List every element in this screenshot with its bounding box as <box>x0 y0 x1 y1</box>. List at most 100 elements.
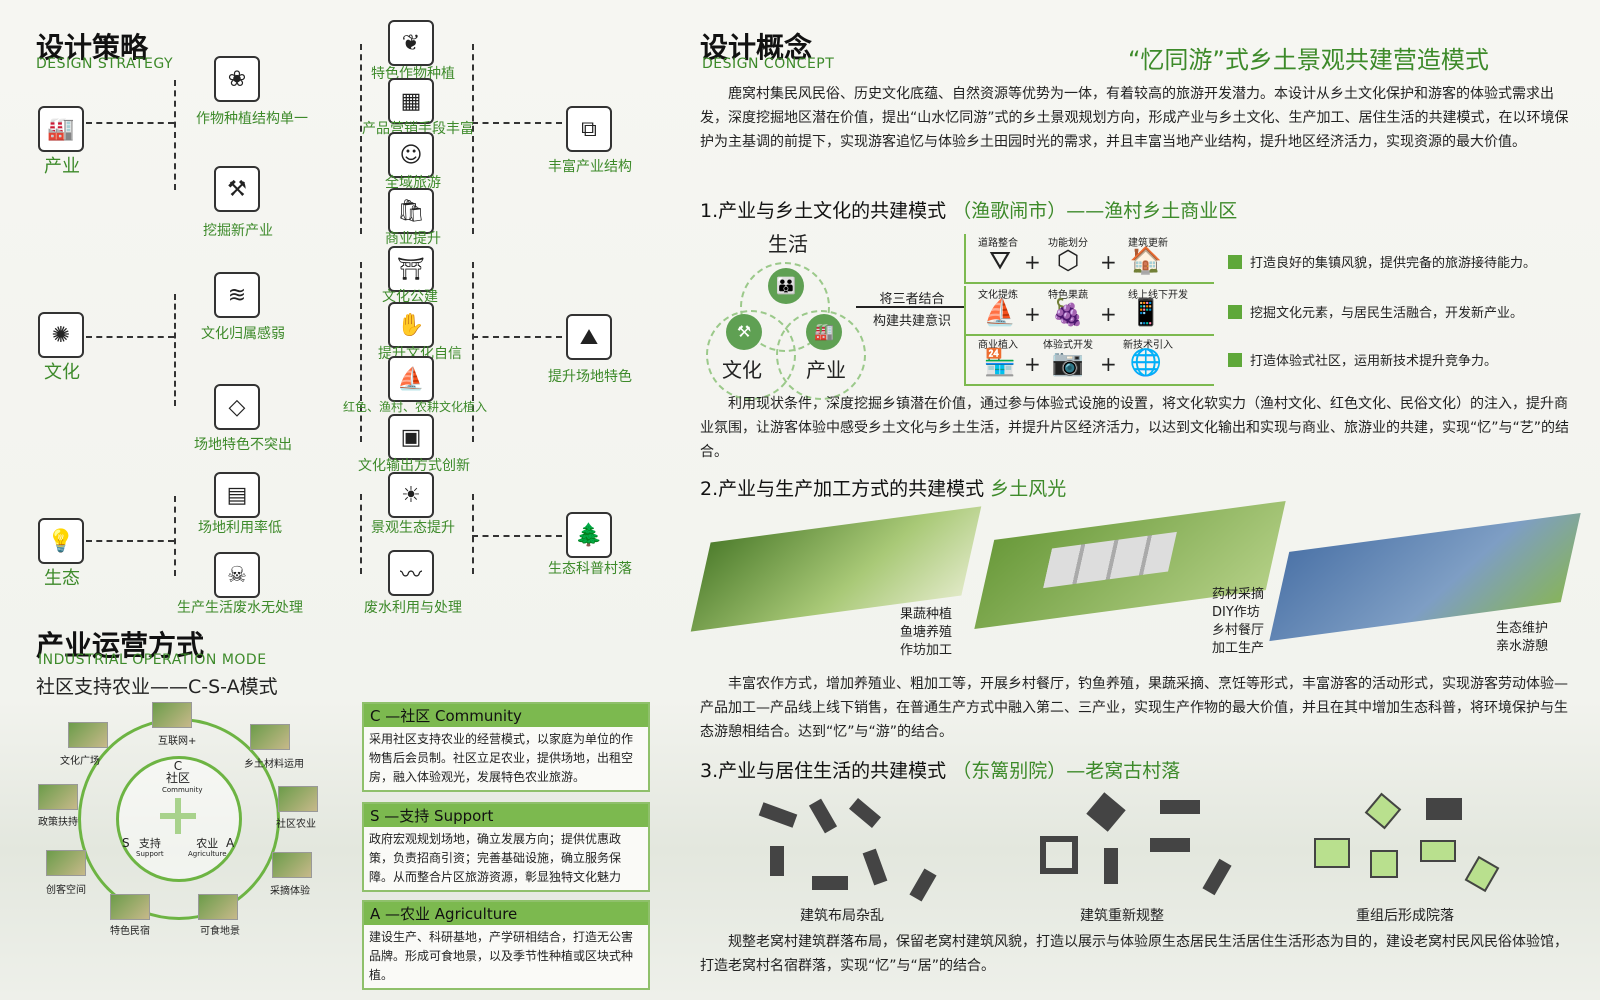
category-culture: 文化 <box>44 362 80 383</box>
new-industry-icon: ⚒ <box>214 166 260 212</box>
concept-intro: 鹿窝村集民风民俗、历史文化底蕴、自然资源等优势为一体，有着较高的旅游开发潜力。本… <box>700 86 1569 150</box>
landscape-icon: ☀ <box>388 472 434 518</box>
measure: 商业提升 <box>385 231 441 247</box>
ring-item: 文化广场 <box>60 756 100 767</box>
layout-label: 建筑重新规整 <box>1080 908 1164 924</box>
confidence-icon: ✋ <box>388 302 434 348</box>
section3-title: 3.产业与居住生活的共建模式 （东篱别院）—老窝古村落 <box>700 760 1181 782</box>
plus-mark-h <box>160 813 196 819</box>
problem: 场地利用率低 <box>198 520 282 536</box>
ring-item: 特色民宿 <box>110 926 150 937</box>
section1-title: 1.产业与乡土文化的共建模式 （渔歌闹市）——渔村乡土商业区 <box>700 200 1238 222</box>
problem: 作物种植结构单一 <box>196 111 308 127</box>
wastewater-icon: ☠ <box>214 552 260 598</box>
csa-mode: 社区支持农业——C-S-A模式 <box>36 676 278 698</box>
road-icon: ⛛ <box>989 246 1011 276</box>
cycle-life: 生活 <box>768 232 808 256</box>
problem: 文化归属感弱 <box>201 326 285 342</box>
boat-icon: ⛵ <box>388 356 434 402</box>
marketing-icon: ▦ <box>388 78 434 124</box>
center-a: A <box>226 836 235 850</box>
concept-subtitle: DESIGN CONCEPT <box>702 56 835 72</box>
shopping-icon: 🛍 <box>388 188 434 234</box>
family-icon: 👪 <box>768 268 804 304</box>
culture-icon: ✺ <box>38 312 84 358</box>
measure: 红色、渔村、农耕文化植入 <box>342 400 488 414</box>
eco-village-icon: 🌲 <box>566 512 612 558</box>
measure: 文化公建 <box>382 289 438 305</box>
crop-planting-icon: ❦ <box>388 20 434 66</box>
layout-label: 建筑布局杂乱 <box>800 908 884 924</box>
ring-item: 互联网+ <box>158 736 197 747</box>
render-labels-1: 果蔬种植鱼塘养殖作坊加工 <box>900 607 953 658</box>
person-camera-icon: 📷 <box>1051 348 1085 378</box>
operation-title: 产业运营方式 <box>36 629 205 662</box>
output-icon: ▣ <box>388 414 434 460</box>
water-reuse-icon: 〰 <box>388 550 434 596</box>
icon-row-1: 道路整合功能划分建筑更新 ⛛+ ⬡+ 🏠 <box>964 234 1214 284</box>
render-labels-3: 生态维护亲水游憩 <box>1496 621 1549 654</box>
bullet: 打造良好的集镇风貌，提供完备的旅游接待能力。 <box>1228 252 1536 271</box>
measure: 文化输出方式创新 <box>358 458 470 474</box>
bullet: 打造体验式社区，运用新技术提升竞争力。 <box>1228 350 1497 369</box>
problem: 生产生活废水无处理 <box>177 600 303 616</box>
ring-item: 采摘体验 <box>270 886 310 897</box>
network-icon: ⬡ <box>1056 246 1080 276</box>
globe-icon: 🌐 <box>1129 348 1163 378</box>
fishing-icon: ⛵ <box>983 298 1017 328</box>
goal: 提升场地特色 <box>548 369 632 385</box>
culture-weak-icon: ≋ <box>214 272 260 318</box>
crops-icon: ❀ <box>214 56 260 102</box>
problem: 场地特色不突出 <box>194 437 292 453</box>
strategy-title: 设计策略 <box>36 31 149 64</box>
tourism-icon: ☺ <box>388 132 434 178</box>
measure: 废水利用与处理 <box>364 600 462 616</box>
goal: 丰富产业结构 <box>548 159 632 175</box>
ring-item: 社区农业 <box>276 819 316 830</box>
site-feature-icon: ⛰ <box>566 314 612 360</box>
section2-title: 2.产业与生产加工方式的共建模式 乡土风光 <box>700 478 1067 500</box>
ring-item: 乡土材料运用 <box>244 759 304 770</box>
ecology-icon: 💡 <box>38 518 84 564</box>
section3-text: 规整老窝村建筑群落布局，保留老窝村建筑风貌，打造以展示与体验原生态居民生活居住生… <box>700 934 1568 974</box>
ring-item: 可食地景 <box>200 926 240 937</box>
goal: 生态科普村落 <box>548 561 632 577</box>
shop-icon: 🏪 <box>983 348 1017 378</box>
factory-icon: 🏭 <box>806 314 842 350</box>
site-icon: ◇ <box>214 384 260 430</box>
combine-bottom: 构建共建意识 <box>872 314 951 329</box>
category-industry: 产业 <box>44 156 80 177</box>
grapes-icon: 🍇 <box>1051 298 1085 328</box>
measure: 景观生态提升 <box>371 520 455 536</box>
ring-item: 创客空间 <box>46 885 86 896</box>
cycle-culture: 文化 <box>722 358 762 382</box>
ring-item: 政策扶持 <box>38 817 78 828</box>
layout-label: 重组后形成院落 <box>1356 908 1454 924</box>
measure: 全域旅游 <box>385 175 441 191</box>
combine-top: 将三者结合 <box>879 292 945 307</box>
bullet: 挖掘文化元素，与居民生活融合，开发新产业。 <box>1228 302 1523 321</box>
structure-icon: ⧉ <box>566 106 612 152</box>
icon-row-3: 商业植入体验式开发新技术引入 🏪+ 📷+ 🌐 <box>964 336 1214 386</box>
phone-icon: 📱 <box>1129 298 1163 328</box>
problem: 挖掘新产业 <box>203 223 273 239</box>
section2-text: 丰富农作方式，增加养殖业、粗加工等，开展乡村餐厅，钓鱼养殖，果蔬采摘、烹饪等形式… <box>700 676 1568 740</box>
operation-subtitle: INDUSTRIAL OPERATION MODE <box>38 652 267 668</box>
industry-icon: 🏭 <box>38 106 84 152</box>
icon-row-2: 文化提炼特色果蔬线上线下开发 ⛵+ 🍇+ 📱 <box>964 286 1214 336</box>
category-ecology: 生态 <box>44 568 80 589</box>
house-icon: 🏠 <box>1129 246 1163 276</box>
cycle-industry: 产业 <box>806 358 846 382</box>
public-building-icon: ⛩ <box>388 246 434 292</box>
field-icon: ▤ <box>214 472 260 518</box>
strategy-subtitle: DESIGN STRATEGY <box>36 56 174 72</box>
center-s: S <box>122 836 130 850</box>
section1-text: 利用现状条件，深度挖掘乡镇潜在价值，通过参与体验式设施的设置，将文化软实力（渔村… <box>700 396 1570 460</box>
